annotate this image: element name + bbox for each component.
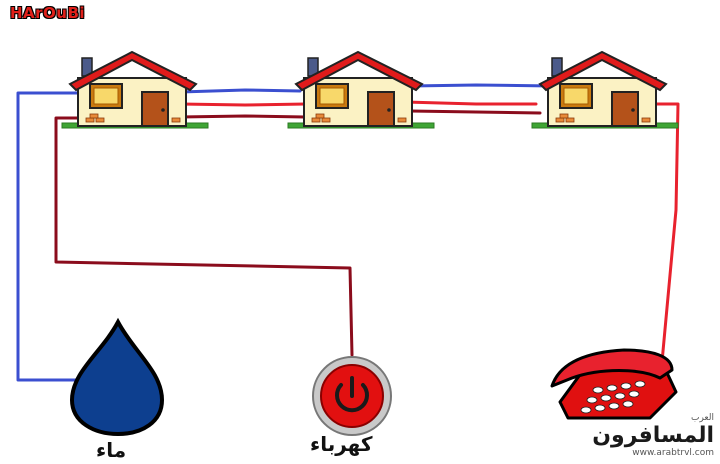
house-1[interactable] bbox=[61, 51, 209, 129]
phone-wire-link-2 bbox=[403, 100, 538, 106]
phone-wires bbox=[178, 100, 680, 364]
power-wire-link-1 bbox=[178, 114, 307, 119]
electricity-source[interactable] bbox=[312, 356, 392, 436]
power-wire-link-2 bbox=[408, 109, 542, 115]
water-label: ماء bbox=[96, 438, 127, 462]
telephone-icon bbox=[550, 348, 678, 420]
author-logo: HArOuBi bbox=[10, 4, 86, 22]
watermark-text: المسافرون bbox=[592, 423, 714, 448]
house-3[interactable] bbox=[531, 51, 679, 129]
watermark-small-text: العرب bbox=[690, 413, 714, 423]
power-wires bbox=[54, 109, 542, 357]
phone-wire-link-1 bbox=[178, 102, 308, 107]
water-drop-icon bbox=[69, 317, 165, 437]
house-icon bbox=[287, 51, 435, 129]
electricity-label: كهرباء bbox=[310, 432, 373, 456]
water-source[interactable] bbox=[69, 317, 165, 437]
water-wire-link-1 bbox=[178, 88, 302, 94]
house-icon bbox=[61, 51, 209, 129]
telephone-source[interactable] bbox=[550, 348, 678, 420]
water-wire-main bbox=[16, 91, 86, 382]
watermark-url: www.arabtrvl.com bbox=[632, 448, 714, 458]
phone-wire-main bbox=[653, 102, 680, 364]
power-wire-main bbox=[54, 116, 354, 357]
water-wires bbox=[16, 83, 555, 382]
house-2[interactable] bbox=[287, 51, 435, 129]
watermark: العرب المسافرون www.arabtrvl.com bbox=[592, 413, 714, 458]
water-wire-link-2 bbox=[408, 83, 555, 88]
house-icon bbox=[531, 51, 679, 129]
